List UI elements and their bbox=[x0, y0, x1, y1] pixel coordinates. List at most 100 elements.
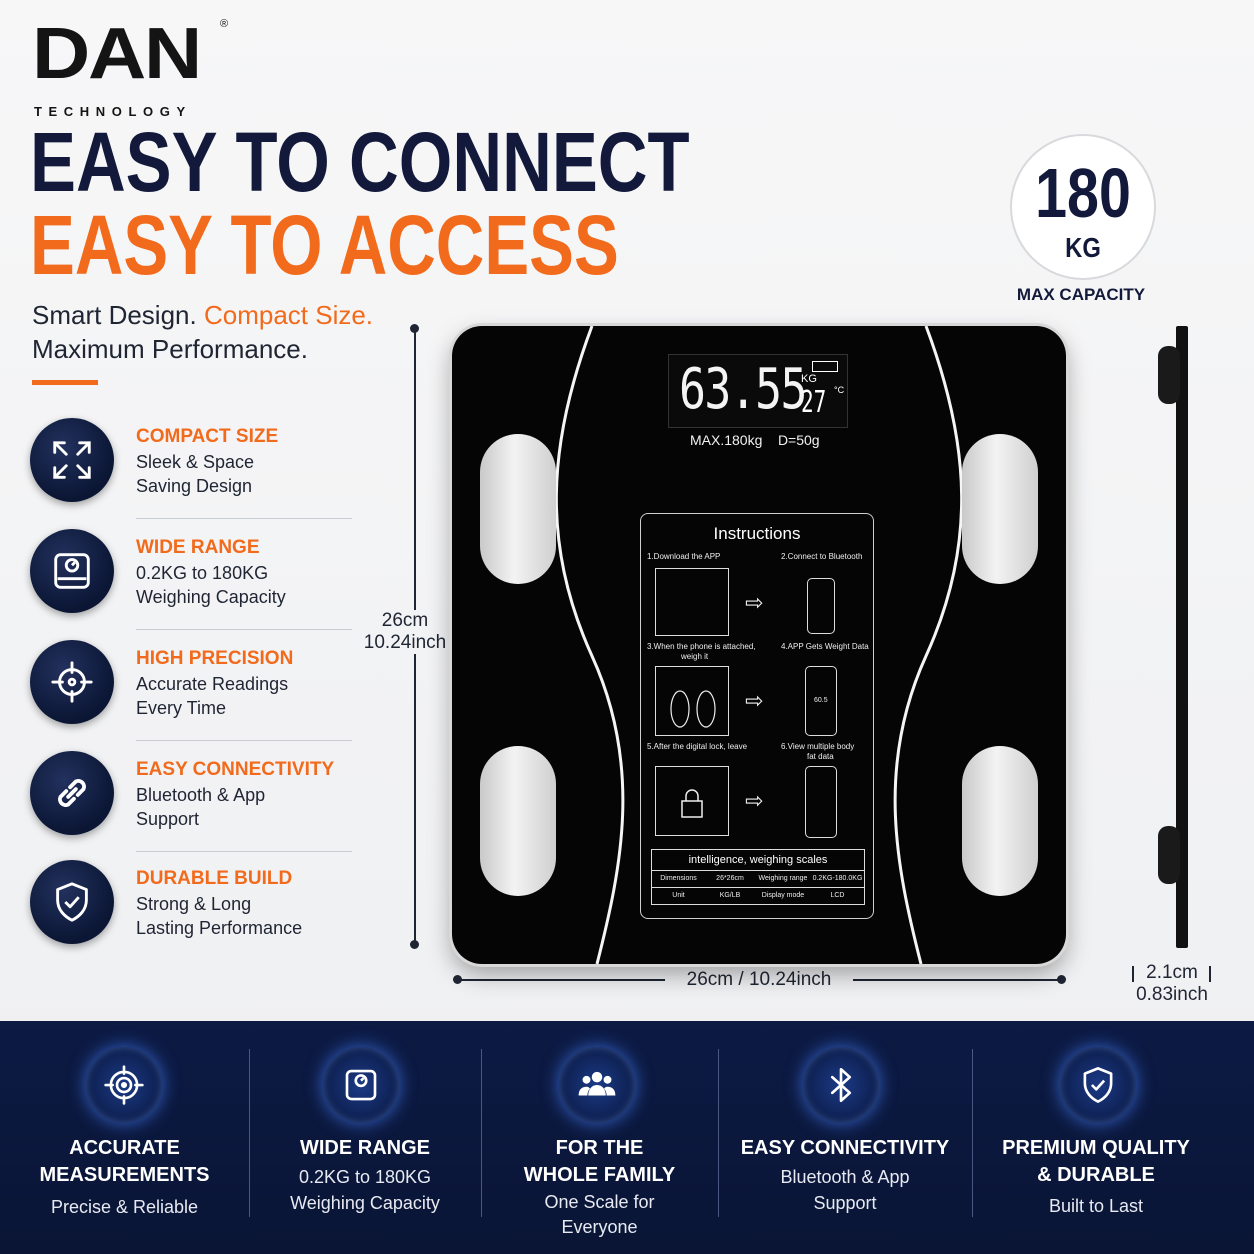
phone-weight: 60.5 bbox=[814, 697, 828, 704]
capacity-label: MAX CAPACITY bbox=[1016, 285, 1146, 304]
scale-product-top-view bbox=[452, 326, 1066, 964]
logo-wordmark: DAN bbox=[32, 14, 202, 94]
divider bbox=[972, 1049, 973, 1217]
instruction-step: fat data bbox=[807, 752, 834, 761]
scale-foot bbox=[1158, 826, 1180, 884]
benefit-title: WIDE RANGE bbox=[300, 1137, 430, 1159]
scale-spec: MAX.180kg D=50g bbox=[690, 432, 820, 448]
instructions-panel: Instructions 1.Download the APP 2.Connec… bbox=[640, 513, 874, 919]
scale-curve-lines bbox=[554, 326, 964, 964]
instruction-step: weigh it bbox=[681, 652, 709, 661]
feature-durable-build: DURABLE BUILD Strong & Long Lasting Perf… bbox=[30, 860, 330, 970]
instruction-step: 4.APP Gets Weight Data bbox=[781, 642, 869, 651]
capacity-unit: KG bbox=[1065, 232, 1101, 263]
bluetooth-icon bbox=[803, 1047, 879, 1123]
height-inch: 10.24inch bbox=[363, 632, 447, 653]
benefit-premium-quality: PREMIUM QUALITY & DURABLE Built to Last bbox=[972, 1021, 1220, 1254]
feature-title: WIDE RANGE bbox=[136, 537, 260, 558]
benefit-desc: Built to Last bbox=[1048, 1196, 1144, 1216]
benefit-title: EASY CONNECTIVITY bbox=[740, 1137, 950, 1159]
feature-easy-connectivity: EASY CONNECTIVITY Bluetooth & App Suppor… bbox=[30, 751, 352, 861]
feet-diagram bbox=[655, 666, 729, 736]
benefit-whole-family: FOR THE WHOLE FAMILY One Scale for Every… bbox=[481, 1021, 718, 1254]
tagline-part2: Compact Size. bbox=[203, 300, 374, 330]
scale-side-view bbox=[1176, 326, 1188, 948]
feature-desc: Saving Design bbox=[136, 476, 253, 496]
table-cell: Display mode bbox=[761, 892, 805, 899]
dimension-endpoint bbox=[410, 940, 419, 949]
crosshair-icon bbox=[30, 640, 114, 724]
electrode-pad bbox=[480, 434, 556, 584]
table-cell: Unit bbox=[672, 892, 685, 899]
phone-icon: 60.5 bbox=[805, 666, 837, 736]
height-label: 26cm 10.24inch bbox=[360, 610, 450, 654]
benefit-title: & DURABLE bbox=[1037, 1164, 1155, 1186]
lcd-weight: 63.55 bbox=[679, 357, 807, 422]
benefit-desc: One Scale for bbox=[544, 1192, 655, 1212]
dimension-tick bbox=[1132, 966, 1134, 982]
divider bbox=[136, 629, 352, 630]
benefit-desc: Precise & Reliable bbox=[50, 1197, 199, 1217]
feature-title: COMPACT SIZE bbox=[136, 426, 279, 447]
feature-wide-range: WIDE RANGE 0.2KG to 180KG Weighing Capac… bbox=[30, 529, 352, 639]
benefit-desc: Everyone bbox=[561, 1217, 638, 1237]
spec-table-title: intelligence, weighing scales bbox=[688, 854, 828, 866]
height-cm: 26cm bbox=[381, 610, 429, 631]
feature-desc: Strong & Long bbox=[136, 894, 252, 914]
benefit-title: FOR THE bbox=[555, 1137, 644, 1159]
family-icon bbox=[559, 1047, 635, 1123]
benefit-desc: 0.2KG to 180KG bbox=[298, 1167, 432, 1187]
benefit-title: ACCURATE bbox=[69, 1137, 180, 1159]
width-label: 26cm / 10.24inch bbox=[665, 969, 853, 991]
lcd-temperature: 27 bbox=[801, 385, 827, 420]
headline-line2: EASY TO ACCESS bbox=[30, 198, 619, 292]
instructions-title: Instructions bbox=[713, 524, 801, 543]
instruction-step: 6.View multiple body bbox=[781, 742, 855, 751]
logo-subtitle: TECHNOLOGY bbox=[34, 104, 192, 119]
lock-diagram bbox=[655, 766, 729, 836]
dimension-endpoint bbox=[453, 975, 462, 984]
arrow-right-icon: ⇨ bbox=[745, 590, 764, 615]
table-cell: KG/LB bbox=[719, 892, 741, 899]
target-icon bbox=[86, 1047, 162, 1123]
benefit-accurate: ACCURATE MEASUREMENTS Precise & Reliable bbox=[0, 1021, 249, 1254]
benefits-banner: ACCURATE MEASUREMENTS Precise & Reliable… bbox=[0, 1021, 1254, 1254]
benefit-connectivity: EASY CONNECTIVITY Bluetooth & App Suppor… bbox=[718, 1021, 972, 1254]
arrow-right-icon: ⇨ bbox=[745, 788, 764, 813]
spec-table: intelligence, weighing scales Dimensions… bbox=[651, 849, 865, 905]
feature-title: DURABLE BUILD bbox=[136, 868, 293, 889]
arrow-right-icon: ⇨ bbox=[745, 688, 764, 713]
feature-compact-size: COMPACT SIZE Sleek & Space Saving Design bbox=[30, 418, 352, 528]
benefit-title: PREMIUM QUALITY bbox=[1002, 1137, 1190, 1159]
table-cell: 26*26cm bbox=[716, 875, 744, 882]
feature-title: EASY CONNECTIVITY bbox=[136, 759, 335, 780]
divider bbox=[652, 870, 864, 871]
accent-divider bbox=[32, 380, 98, 385]
divider bbox=[249, 1049, 250, 1217]
feature-desc: Sleek & Space bbox=[136, 452, 255, 472]
dimension-endpoint bbox=[410, 324, 419, 333]
phone-icon bbox=[807, 578, 835, 634]
dimension-endpoint bbox=[1057, 975, 1066, 984]
spec-division: D=50g bbox=[777, 432, 820, 448]
table-cell: Dimensions bbox=[660, 875, 697, 882]
battery-icon bbox=[812, 361, 838, 372]
divider bbox=[481, 1049, 482, 1217]
benefit-title: MEASUREMENTS bbox=[39, 1164, 210, 1186]
electrode-pad bbox=[962, 746, 1038, 896]
thickness-inch: 0.83inch bbox=[1136, 984, 1208, 1005]
thickness-cm: 2.1cm bbox=[1146, 962, 1198, 983]
expand-arrows-icon bbox=[30, 418, 114, 502]
footprints-icon bbox=[670, 690, 716, 728]
dimension-tick bbox=[1209, 966, 1211, 982]
benefit-title: WHOLE FAMILY bbox=[523, 1164, 676, 1186]
feature-high-precision: HIGH PRECISION Accurate Readings Every T… bbox=[30, 640, 352, 750]
divider bbox=[136, 740, 352, 741]
benefit-desc: Weighing Capacity bbox=[290, 1193, 440, 1213]
benefit-desc: Bluetooth & App bbox=[780, 1167, 910, 1187]
tagline-line2: Maximum Performance. bbox=[32, 334, 308, 364]
instruction-step: 1.Download the APP bbox=[647, 552, 721, 561]
registered-mark: ® bbox=[220, 18, 229, 30]
lcd-display: 63.55 KG 27 °C bbox=[668, 354, 848, 428]
lcd-temp-unit: °C bbox=[834, 385, 845, 395]
